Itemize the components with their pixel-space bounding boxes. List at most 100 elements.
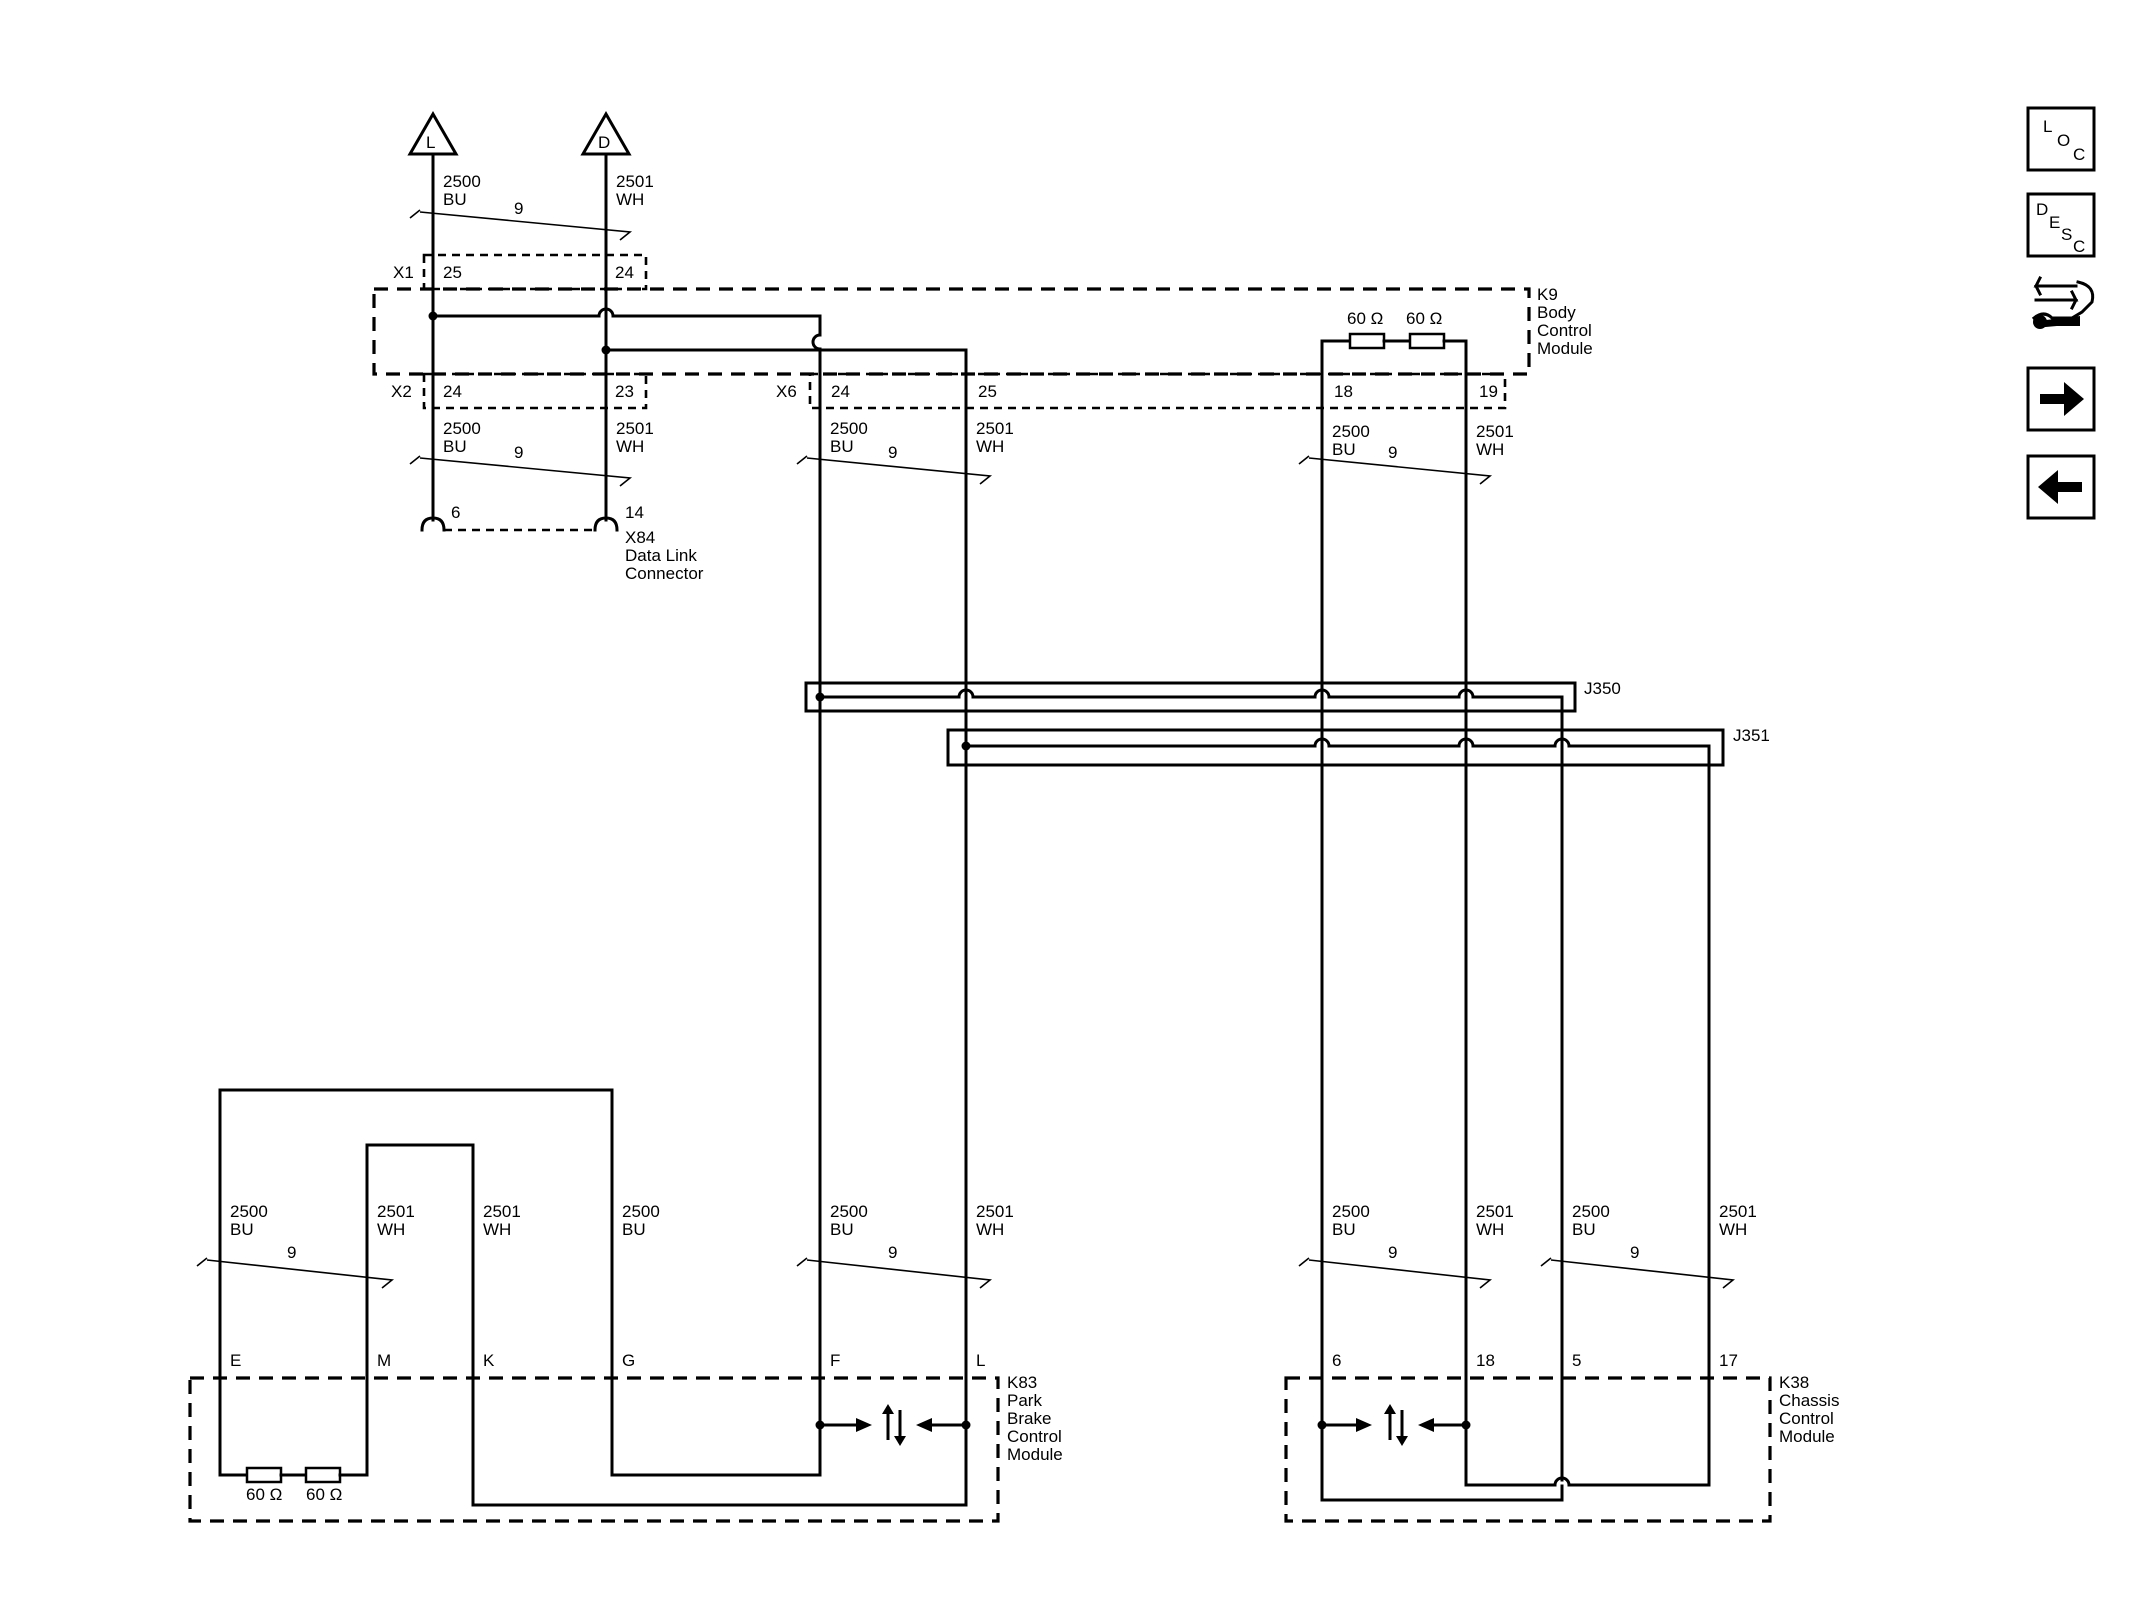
svg-text:2501: 2501 [616, 419, 654, 438]
svg-text:K: K [483, 1351, 495, 1370]
svg-text:2501: 2501 [377, 1202, 415, 1221]
svg-text:BU: BU [443, 437, 467, 456]
x2-pin-24: 24 [443, 382, 462, 401]
k9-resistor-2-label: 60 Ω [1406, 309, 1442, 328]
x84-data-link-connector: 6 14 X84 Data Link Connector [420, 503, 704, 583]
description-button[interactable]: D E S C [2026, 192, 2096, 258]
svg-text:2500: 2500 [622, 1202, 660, 1221]
svg-text:2501: 2501 [1719, 1202, 1757, 1221]
next-page-button[interactable] [2026, 366, 2096, 432]
svg-text:WH: WH [616, 190, 644, 209]
svg-text:6: 6 [1332, 1351, 1341, 1370]
svg-text:BU: BU [830, 437, 854, 456]
svg-text:WH: WH [1476, 440, 1504, 459]
svg-text:Brake: Brake [1007, 1409, 1051, 1428]
svg-text:BU: BU [443, 190, 467, 209]
arrow-right-icon [2040, 382, 2084, 416]
svg-text:9: 9 [1630, 1243, 1639, 1262]
svg-text:2501: 2501 [976, 1202, 1014, 1221]
location-button[interactable]: L O C [2026, 106, 2096, 172]
svg-text:L: L [426, 133, 435, 152]
svg-text:WH: WH [976, 437, 1004, 456]
splice-pack-j351: J351 [946, 726, 1770, 1487]
svg-text:2500: 2500 [1332, 1202, 1370, 1221]
k83-module-boundary [188, 1376, 1000, 1523]
svg-text:2500: 2500 [443, 172, 481, 191]
svg-text:2501: 2501 [483, 1202, 521, 1221]
svg-text:F: F [830, 1351, 840, 1370]
k83-pin-labels: E M K G F L [230, 1351, 985, 1370]
desc-letter-c: C [2073, 237, 2085, 256]
svg-text:BU: BU [230, 1220, 254, 1239]
svg-text:2500: 2500 [443, 419, 481, 438]
desc-letter-d: D [2036, 200, 2048, 219]
x2-pin-23: 23 [615, 382, 634, 401]
connector-x6-label: X6 [776, 382, 797, 401]
svg-text:WH: WH [483, 1220, 511, 1239]
svg-text:Connector: Connector [625, 564, 704, 583]
svg-text:E: E [230, 1351, 241, 1370]
connector-x1 [422, 253, 648, 291]
svg-text:2501: 2501 [976, 419, 1014, 438]
svg-text:9: 9 [888, 443, 897, 462]
loc-letter-o: O [2057, 131, 2070, 150]
k9-module-label: K9 Body Control Module [1537, 285, 1593, 358]
svg-text:WH: WH [1476, 1220, 1504, 1239]
svg-text:BU: BU [1332, 440, 1356, 459]
k83-resistor-1-label: 60 Ω [246, 1485, 282, 1504]
previous-page-button[interactable] [2026, 454, 2096, 520]
svg-text:WH: WH [616, 437, 644, 456]
connector-x2-label: X2 [391, 382, 412, 401]
svg-text:2500: 2500 [830, 1202, 868, 1221]
svg-text:Body: Body [1537, 303, 1576, 322]
dlc-pin-6: 6 [451, 503, 460, 522]
desc-letter-e: E [2049, 213, 2060, 232]
terminal-d: D [580, 110, 632, 156]
svg-text:5: 5 [1572, 1351, 1581, 1370]
x6-pin-18: 18 [1334, 382, 1353, 401]
diagnostic-tool-icon[interactable] [2031, 275, 2095, 329]
svg-text:M: M [377, 1351, 391, 1370]
k9-internal-bus-2501 [604, 348, 968, 1507]
svg-text:18: 18 [1476, 1351, 1495, 1370]
svg-text:G: G [622, 1351, 635, 1370]
k38-internal-bus-2501 [1464, 1423, 1711, 1487]
svg-text:Control: Control [1779, 1409, 1834, 1428]
svg-text:2501: 2501 [1476, 422, 1514, 441]
svg-text:K38: K38 [1779, 1373, 1809, 1392]
svg-text:2500: 2500 [830, 419, 868, 438]
splice-pack-j350: J350 [804, 679, 1621, 748]
x1-pin-24: 24 [615, 263, 634, 282]
svg-text:X84: X84 [625, 528, 655, 547]
svg-text:Module: Module [1537, 339, 1593, 358]
svg-text:BU: BU [1332, 1220, 1356, 1239]
k9-module-boundary [372, 287, 1531, 376]
svg-text:WH: WH [976, 1220, 1004, 1239]
k9-resistor-1-label: 60 Ω [1347, 309, 1383, 328]
k38-module-boundary [1284, 1376, 1772, 1523]
k38-can-transceiver-icon [1317, 1404, 1471, 1446]
svg-text:9: 9 [1388, 1243, 1397, 1262]
k9-termination-resistors: 60 Ω 60 Ω [1320, 309, 1468, 352]
k83-loop-2500-eg [218, 1088, 822, 1477]
svg-text:9: 9 [888, 1243, 897, 1262]
svg-text:17: 17 [1719, 1351, 1738, 1370]
connector-x2 [422, 372, 648, 410]
arrow-left-icon [2038, 470, 2082, 504]
x6-pin-24: 24 [831, 382, 850, 401]
k83-loop-2501-mk [365, 1143, 968, 1507]
svg-text:9: 9 [514, 443, 523, 462]
k38-pin-labels: 6 18 5 17 [1332, 1351, 1738, 1370]
svg-text:9: 9 [1388, 443, 1397, 462]
svg-text:Park: Park [1007, 1391, 1042, 1410]
svg-text:2501: 2501 [616, 172, 654, 191]
svg-text:BU: BU [1572, 1220, 1596, 1239]
k83-resistor-2-label: 60 Ω [306, 1485, 342, 1504]
svg-text:BU: BU [830, 1220, 854, 1239]
connector-x1-label: X1 [393, 263, 414, 282]
wire-labels-k83: 2500 BU 2501 WH 9 2501 WH 2500 BU 2500 B… [196, 1202, 1014, 1289]
svg-text:2500: 2500 [1572, 1202, 1610, 1221]
svg-text:9: 9 [287, 1243, 296, 1262]
